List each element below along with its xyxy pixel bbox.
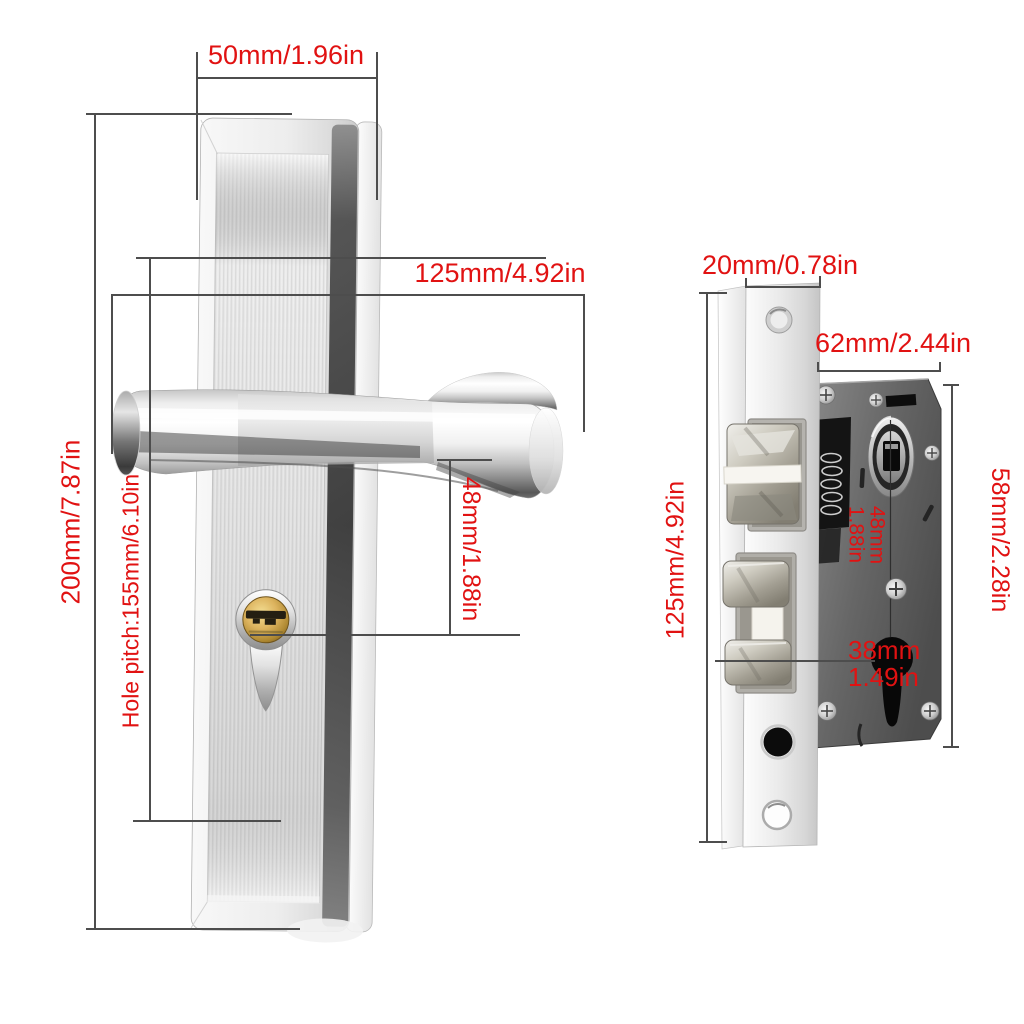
dim-tick-case-depth-left [817, 362, 819, 372]
lever-butt-end [111, 390, 141, 476]
dim-tick-plate-width-left [196, 52, 198, 200]
dim-plate-height-label: 200mm/7.87in [55, 439, 86, 605]
dim-line-keyhole-center [250, 634, 520, 636]
backplate [190, 117, 383, 943]
faceplate-bottom-screw-hole [761, 799, 793, 831]
dim-plate-width-label: 50mm/1.96in [207, 40, 365, 71]
latch-spring [820, 452, 843, 516]
handle-backplate-figure [111, 117, 564, 943]
dim-faceplate-width-label: 20mm/0.78in [701, 250, 859, 281]
dim-backset-label: 38mm 1.49in [848, 637, 920, 690]
lever-handle [111, 372, 564, 499]
dim-tick-faceplate-width-right [819, 276, 821, 288]
dim-case-height-label: 58mm/2.28in [985, 467, 1014, 613]
dim-tick-plate-height-top [86, 113, 292, 115]
deadbolt [722, 552, 797, 694]
dim-backset-in: 1.49in [848, 661, 919, 692]
latch-plastic-band [723, 464, 802, 485]
lever-tip-cap [528, 407, 564, 495]
dim-hole-pitch-label: Hole pitch:155mm/6.10in [117, 473, 144, 729]
dim-tick-faceplate-height-top [699, 292, 727, 294]
dim-line-case-depth [817, 370, 941, 372]
dim-line-backset [715, 660, 875, 662]
dim-line-lever-length [111, 294, 585, 296]
dim-line-lever-to-keyhole [449, 460, 451, 636]
case-interior-cavity [813, 417, 851, 530]
lock-case [812, 378, 942, 749]
dim-line-faceplate-width [745, 286, 821, 288]
dim-backset-mm: 38mm [848, 635, 921, 665]
euro-cylinder-hole [871, 637, 913, 727]
case-top-slot [885, 393, 917, 408]
faceplate-cylinder-hole [760, 724, 796, 760]
mortise-lock-figure [717, 282, 942, 850]
case-screws [816, 385, 940, 721]
dim-tick-case-height-bottom [943, 746, 959, 748]
dim-tick-plate-height-bottom [86, 928, 300, 930]
dim-lever-keyhole-label: 48mm/1.88in [456, 476, 485, 622]
dim-hub-cylinder-in: 1.88in [844, 505, 867, 564]
dim-case-depth-label: 62mm/2.44in [814, 328, 972, 359]
dim-line-plate-width [196, 77, 378, 79]
plate-bottom-glare [287, 918, 364, 943]
dim-tick-lever-length-right [583, 294, 585, 432]
dim-line-faceplate-height [706, 293, 708, 843]
dim-faceplate-height-label: 125mm/4.92in [661, 480, 690, 640]
dim-tick-case-depth-right [939, 362, 941, 372]
dim-hub-cylinder-label: 48mm 1.88in [844, 505, 889, 565]
keyway-slot [245, 610, 286, 619]
dim-hub-cylinder-mm: 48mm [865, 505, 889, 565]
dim-tick-lever-bottom [437, 459, 492, 461]
lever-neck [424, 372, 558, 411]
dim-tick-hole-pitch-bottom [133, 820, 281, 822]
dim-line-plate-height [94, 114, 96, 930]
faceplate-top-screw-hole [765, 306, 793, 334]
dim-tick-faceplate-height-bottom [699, 841, 727, 843]
dim-tick-lever-length-left [111, 294, 113, 454]
dim-tick-case-height-top [943, 384, 959, 386]
dim-line-hole-pitch [149, 258, 151, 822]
dim-tick-plate-width-right [376, 52, 378, 200]
dim-line-case-height [951, 384, 953, 748]
latch-bolt [723, 418, 807, 532]
dim-tick-hole-pitch-top [136, 257, 546, 259]
dim-lever-length-label: 125mm/4.92in [414, 258, 586, 289]
dim-tick-faceplate-width-left [745, 278, 747, 288]
